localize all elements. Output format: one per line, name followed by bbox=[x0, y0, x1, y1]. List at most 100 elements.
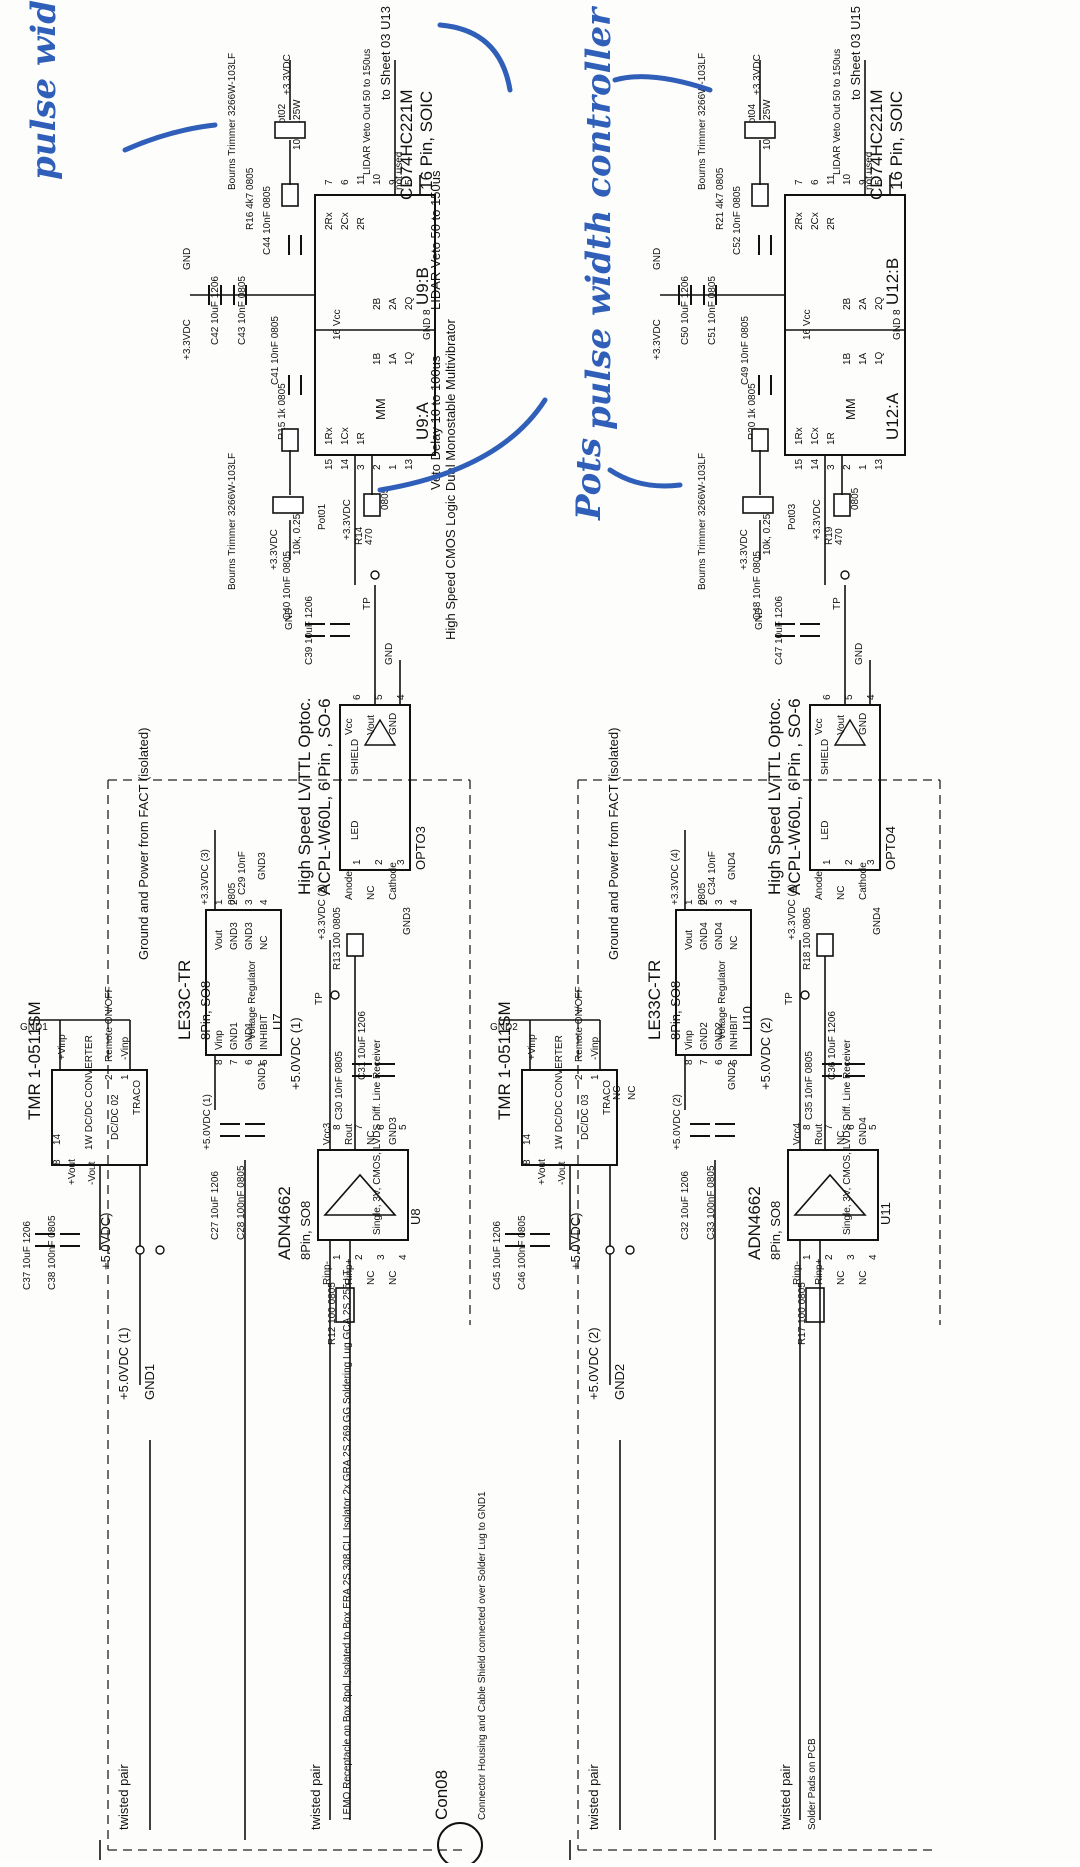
opto-ref: OPTO3 bbox=[413, 826, 428, 870]
pot-ref: Pot01 bbox=[317, 503, 328, 530]
trimmer-label: Bourns Trimmer 3266W-103LF bbox=[697, 53, 708, 190]
pin-number: 1 bbox=[590, 1074, 601, 1080]
handwritten-note: Pots bbox=[569, 438, 609, 521]
pin-number: 4 bbox=[866, 694, 877, 700]
pin-label: GND3 bbox=[244, 922, 255, 950]
pin-label: -Vout bbox=[87, 1161, 98, 1185]
pin-number: 3 bbox=[376, 1254, 387, 1260]
cap-label: C37 10uF 1206 bbox=[22, 1221, 33, 1290]
pin-label: GND4 bbox=[714, 922, 725, 950]
mm-pkg: 16 Pin, SOIC bbox=[417, 91, 436, 190]
pin-number: 8 bbox=[522, 1159, 533, 1165]
receiver-pkg: 8Pin, SO8 bbox=[768, 1201, 783, 1260]
pin-number: 8 bbox=[802, 1124, 813, 1130]
mm-vcc: 16 Vcc bbox=[332, 309, 343, 340]
trimmer-label: Bourns Trimmer 3266W-103LF bbox=[227, 53, 238, 190]
receiver-pkg: 8Pin, SO8 bbox=[298, 1201, 313, 1260]
pin-label: 1B bbox=[842, 352, 853, 365]
cap-label: C44 10nF 0805 bbox=[262, 186, 273, 255]
pin-label: GND bbox=[858, 713, 869, 735]
regulator-gnd: GND4 bbox=[727, 852, 738, 880]
pin-number: 3 bbox=[866, 859, 877, 865]
resistor bbox=[272, 496, 304, 514]
resistor-pkg: 0805 bbox=[380, 487, 391, 510]
receiver-body bbox=[317, 1149, 409, 1241]
pin-label: Vcc bbox=[344, 718, 355, 735]
optocoupler: High Speed LVTTL Optoc.ACPL-W60L, 6 Pin … bbox=[282, 551, 428, 970]
pin-label: 1Cx bbox=[810, 427, 821, 445]
regulator-part: LE33C-TR bbox=[645, 960, 664, 1040]
resistor bbox=[816, 933, 834, 957]
pin-number: 7 bbox=[699, 1059, 710, 1065]
shield-label: SHIELD bbox=[820, 739, 831, 775]
pin-label: Vout bbox=[366, 715, 377, 735]
pot-ref: Pot02 bbox=[277, 103, 288, 130]
pin-number: 14 bbox=[810, 458, 821, 470]
pin-label: NC bbox=[729, 936, 740, 950]
pin-label: 2A bbox=[388, 297, 399, 310]
pin-number: 14 bbox=[522, 1133, 533, 1145]
cap-label: C33 100nF 0805 bbox=[706, 1165, 717, 1240]
isolation-box: Ground and Power from FACT (isolated) bbox=[107, 728, 471, 1851]
pin-number: 11 bbox=[826, 174, 837, 185]
pin-label: 1R bbox=[826, 432, 837, 445]
regulator-gnd: GND3 bbox=[257, 852, 268, 880]
pin-number: 6 bbox=[244, 1059, 255, 1065]
veto-delay-label: Veto Delay 10 to 100us bbox=[428, 355, 443, 490]
cap-label: C48 10nF 0805 bbox=[752, 551, 763, 620]
pin-number: 11 bbox=[356, 174, 367, 185]
receiver-body bbox=[787, 1149, 879, 1241]
nc-label: NC bbox=[627, 1086, 638, 1100]
opto-rail: +3.3VDC (3) bbox=[317, 884, 328, 940]
mm-gnd: GND 8 bbox=[892, 309, 903, 340]
pin-number: 13 bbox=[404, 458, 415, 470]
pin-label: Vcc bbox=[814, 718, 825, 735]
receiver-ref: U11 bbox=[878, 1202, 893, 1225]
opto-gnd-out: GND bbox=[384, 643, 395, 665]
dcdc-gnd-label: GND1 bbox=[142, 1364, 157, 1400]
mm-mode-label: MM bbox=[373, 398, 388, 420]
pin-number: 7 bbox=[229, 1059, 240, 1065]
monostable-body bbox=[314, 194, 436, 456]
cap-label: C52 10nF 0805 bbox=[732, 186, 743, 255]
resistor-pkg: 0805 bbox=[850, 487, 861, 510]
monostable-body bbox=[784, 194, 906, 456]
pin-number: 8 bbox=[52, 1159, 63, 1165]
receiver-part: ADN4662 bbox=[275, 1186, 294, 1260]
pin-label: GND1 bbox=[229, 1022, 240, 1050]
pin-number: 3 bbox=[244, 899, 255, 905]
test-point bbox=[135, 1245, 145, 1255]
pin-number: 10 bbox=[842, 173, 853, 185]
optocoupler: High Speed LVTTL Optoc.ACPL-W60L, 6 Pin … bbox=[752, 551, 898, 970]
pin-number: 1 bbox=[332, 1254, 343, 1260]
regulator-body bbox=[205, 909, 282, 1056]
led-label: LED bbox=[820, 821, 831, 840]
pin-number: 2 bbox=[229, 899, 240, 905]
pin-label: GND2 bbox=[699, 1022, 710, 1050]
cap-label: C27 10uF 1206 bbox=[210, 1171, 221, 1240]
mm-ref-b: U12:B bbox=[883, 258, 902, 305]
pin-number: 15 bbox=[324, 458, 335, 470]
test-point bbox=[605, 1245, 615, 1255]
pin-label: Cathode bbox=[858, 862, 869, 900]
pin-number: 4 bbox=[396, 694, 407, 700]
pin-label: 2R bbox=[826, 217, 837, 230]
pin-label: 1Q bbox=[404, 351, 415, 365]
cap-label: C45 10uF 1206 bbox=[492, 1221, 503, 1290]
pin-number: 2 bbox=[844, 859, 855, 865]
pin-number: 13 bbox=[874, 458, 885, 470]
twisted-pair-label: twisted pair bbox=[586, 1764, 601, 1830]
led-label: LED bbox=[350, 821, 361, 840]
dcdc-ref: DC/DC 02 bbox=[110, 1094, 121, 1140]
pin-number: 5 bbox=[259, 1059, 270, 1065]
cap-label: C36 10uF 1206 bbox=[827, 1011, 838, 1080]
pin-number: 4 bbox=[868, 1254, 879, 1260]
